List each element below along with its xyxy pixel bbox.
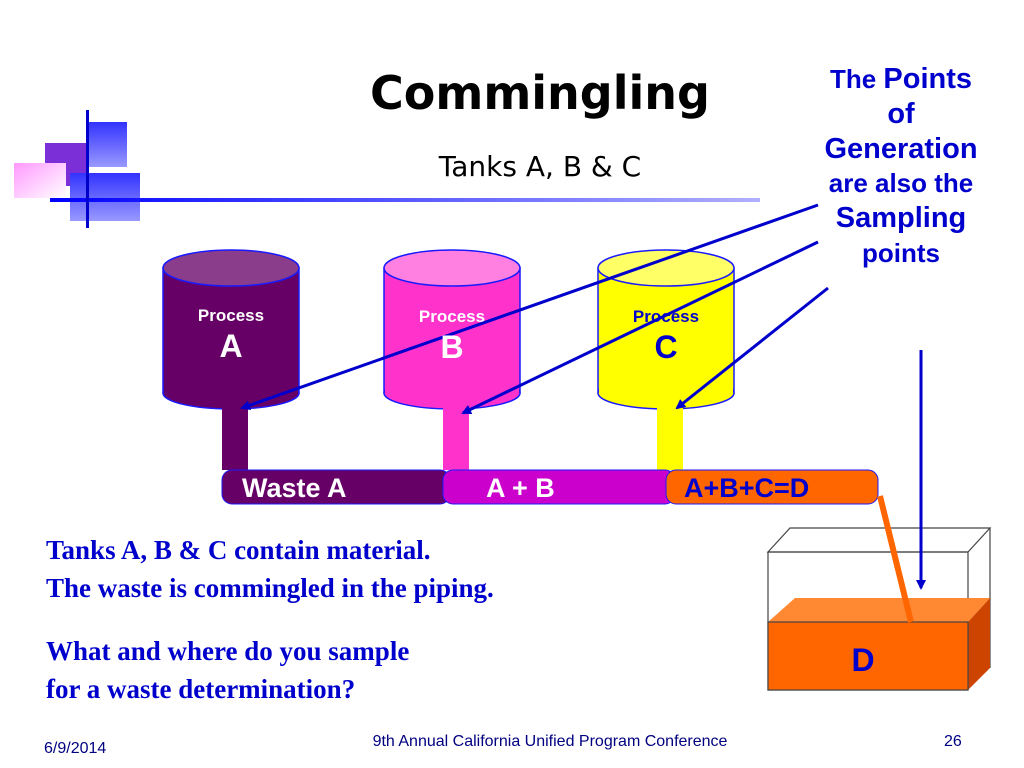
container-d-label: D [851,642,875,678]
tank-a [162,249,300,410]
tank-b [383,249,521,410]
container-d [766,527,992,691]
tank-c-letter: C [654,329,678,365]
pipe-label-waste-a: Waste A [242,473,347,503]
callout-line6: points [862,237,940,268]
tank-b-process-text: Process [418,307,486,326]
logo-horizontal-bar [50,198,760,202]
callout-line1-big: Points [883,63,973,95]
callout-line2: of [887,97,915,130]
logo-vertical-bar [86,110,89,228]
callout-line1-small: The [829,64,884,94]
pipe-c-vertical [657,408,683,470]
footer-page-number: 26 [944,733,962,750]
tank-a-letter: A [219,328,243,364]
arrow-to-tank-b [461,240,819,415]
pipe-b-vertical [443,408,469,470]
pipe-segment-ab [442,469,676,505]
logo-square-blue-top [87,122,127,167]
callout-text: The Points of Generation are also the Sa… [795,62,1007,271]
pipe-label-abcd: A+B+C=D [684,473,810,503]
tank-c-label: Process C [598,307,734,366]
callout-line4: are also the [828,168,974,199]
body-line-3: What and where do you sample [46,636,410,666]
drain-line [877,495,914,623]
tank-a-label: Process A [163,306,299,365]
decorative-logo [14,110,760,228]
body-line-1: Tanks A, B & C contain material. [46,535,431,565]
tank-c-process-text: Process [632,307,700,326]
arrow-to-tank-a [240,203,819,411]
body-line-2: The waste is commingled in the piping. [46,573,494,603]
pipe-label-a-plus-b: A + B [486,473,555,503]
callout-line3: Generation [824,132,978,165]
footer-date: 6/9/2014 [44,740,107,757]
page-title: Commingling [370,66,710,120]
tank-c [597,249,735,410]
arrow-to-tank-c [675,286,829,410]
logo-square-blue-mid [70,173,140,221]
footer-conference: 9th Annual California Unified Program Co… [372,733,728,750]
pipe-segment-abc [665,469,879,505]
tank-b-letter: B [440,329,464,365]
tank-a-process-text: Process [197,306,265,325]
body-line-4: for a waste determination? [46,674,356,704]
callout-line5: Sampling [835,202,967,235]
pipe-a-vertical [222,408,248,470]
page-subtitle: Tanks A, B & C [438,150,642,183]
logo-square-pink [14,163,66,198]
tank-b-label: Process B [384,307,520,366]
